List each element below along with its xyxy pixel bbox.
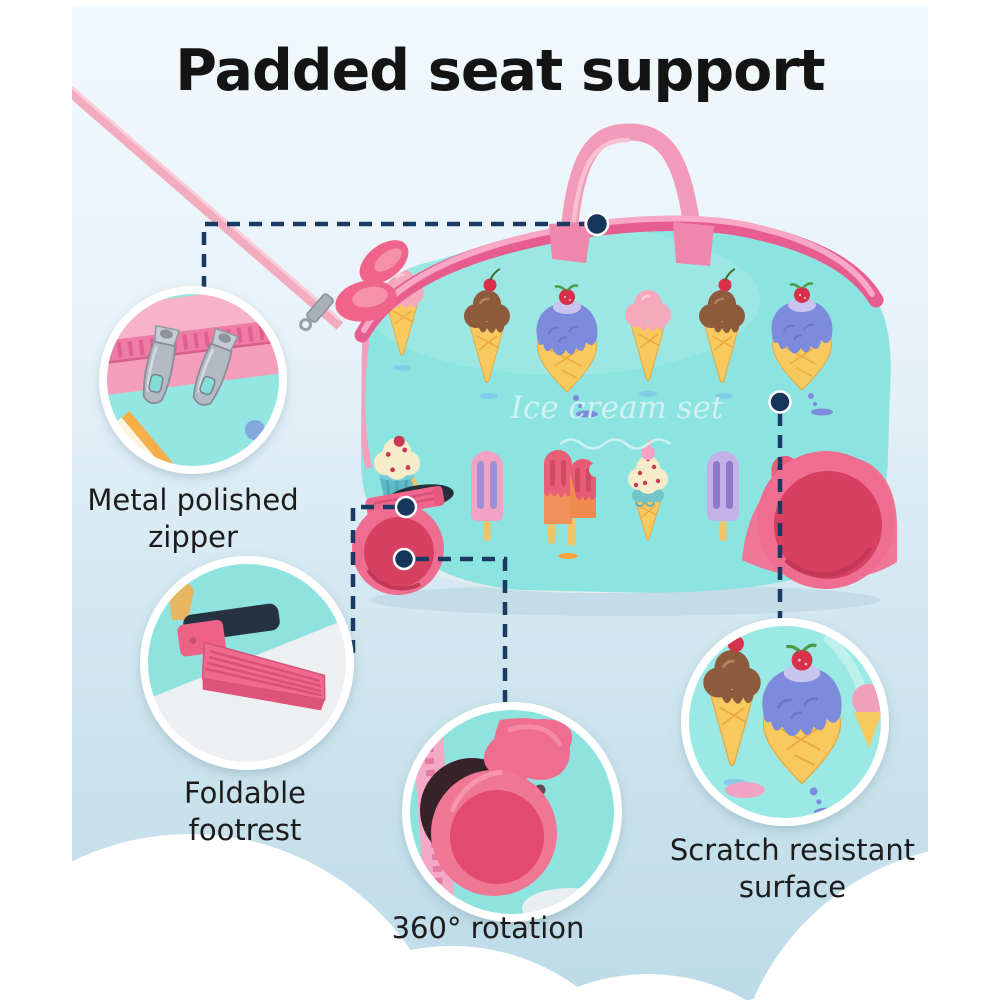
seat-dot-marker (584, 211, 610, 237)
cloud-shapes (72, 834, 928, 1000)
rotation-label: 360° rotation (391, 911, 585, 945)
shoulder-strap (72, 85, 344, 332)
footrest-callout-circle (140, 556, 354, 770)
zipper-label: Metal polished zipper (87, 483, 299, 555)
handle-tab-left (549, 221, 592, 263)
strap-buckle (299, 293, 334, 332)
footrest-label: Foldable footrest (184, 776, 306, 848)
side-zipper-strip (361, 339, 373, 469)
cloud-middle-left (310, 946, 594, 1000)
ride-on-suitcase: Ice cream set (335, 123, 898, 616)
ground-shadow (370, 584, 880, 616)
cloud-middle (549, 974, 747, 1000)
page-title: Padded seat support (175, 38, 825, 104)
footrest-callout-line (350, 504, 396, 658)
callout-dots (392, 211, 792, 571)
handle-tab-right (673, 222, 714, 266)
cloud-left (72, 834, 438, 1000)
surface-callout-circle (681, 618, 889, 826)
wheel-callout-line (416, 556, 508, 702)
surface-dot-marker (768, 390, 792, 414)
cloud-right (753, 851, 928, 1000)
padded-seat-trim (354, 215, 884, 343)
wheel-dot-marker (392, 547, 416, 571)
wavy-underline (559, 438, 671, 450)
callout-lines (201, 221, 783, 702)
surface-label: Scratch resistant surface (669, 833, 916, 905)
wheel-callout-circle (402, 702, 622, 922)
bow-ears (335, 240, 409, 322)
footrest-dot-marker (394, 495, 418, 519)
seat-callout-line (201, 221, 584, 289)
zipper-callout-circle (99, 286, 287, 474)
carry-handle (559, 123, 703, 257)
pattern-script-text: Ice cream set (510, 390, 724, 426)
